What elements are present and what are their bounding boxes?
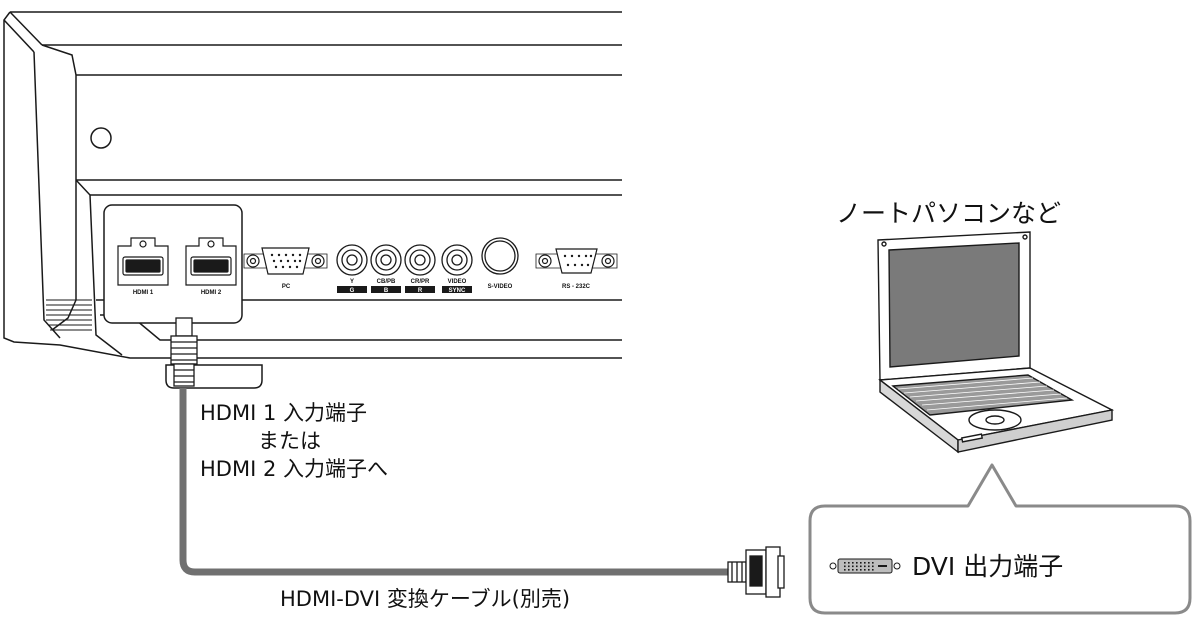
cr-label: CR/PR xyxy=(411,279,430,285)
g-label: G xyxy=(350,288,355,294)
laptop xyxy=(877,231,1115,454)
cable-label: HDMI-DVI 変換ケーブル(別売) xyxy=(280,587,570,611)
hdmi-input-label-line2: または xyxy=(258,429,321,453)
projector xyxy=(3,11,622,359)
dvi-callout xyxy=(808,463,1192,615)
dvi-port-icon xyxy=(829,558,901,574)
rs232c-port xyxy=(535,248,618,274)
hdmi-plug xyxy=(170,317,198,387)
hdmi-input-label-line3: HDMI 2 入力端子へ xyxy=(200,457,388,481)
cb-label: CB/PB xyxy=(377,279,396,285)
rs232c-label: RS - 232C xyxy=(562,284,591,290)
hdmi1-port-label: HDMI 1 xyxy=(133,290,154,296)
y-label: Y xyxy=(350,279,354,285)
hdmi2-port-label: HDMI 2 xyxy=(201,290,222,296)
pc-port-label: PC xyxy=(282,284,291,290)
b-label: B xyxy=(384,288,389,294)
rca-jacks xyxy=(336,244,473,276)
hdmi-input-label-line1: HDMI 1 入力端子 xyxy=(200,401,367,425)
laptop-label: ノートパソコンなど xyxy=(836,199,1061,228)
hdmi1-port xyxy=(117,237,169,286)
hdmi2-port xyxy=(185,237,237,286)
hdmi-dvi-cable xyxy=(179,388,728,576)
s-video-port xyxy=(481,237,519,275)
r-label: R xyxy=(418,288,423,294)
video-label: VIDEO xyxy=(448,279,467,285)
hdmi-port-highlight xyxy=(103,204,243,324)
sync-label: SYNC xyxy=(449,288,466,294)
dvi-plug xyxy=(727,546,785,598)
dvi-output-label: DVI 出力端子 xyxy=(912,552,1063,581)
s-video-label: S-VIDEO xyxy=(488,284,513,290)
pc-port xyxy=(243,247,328,275)
